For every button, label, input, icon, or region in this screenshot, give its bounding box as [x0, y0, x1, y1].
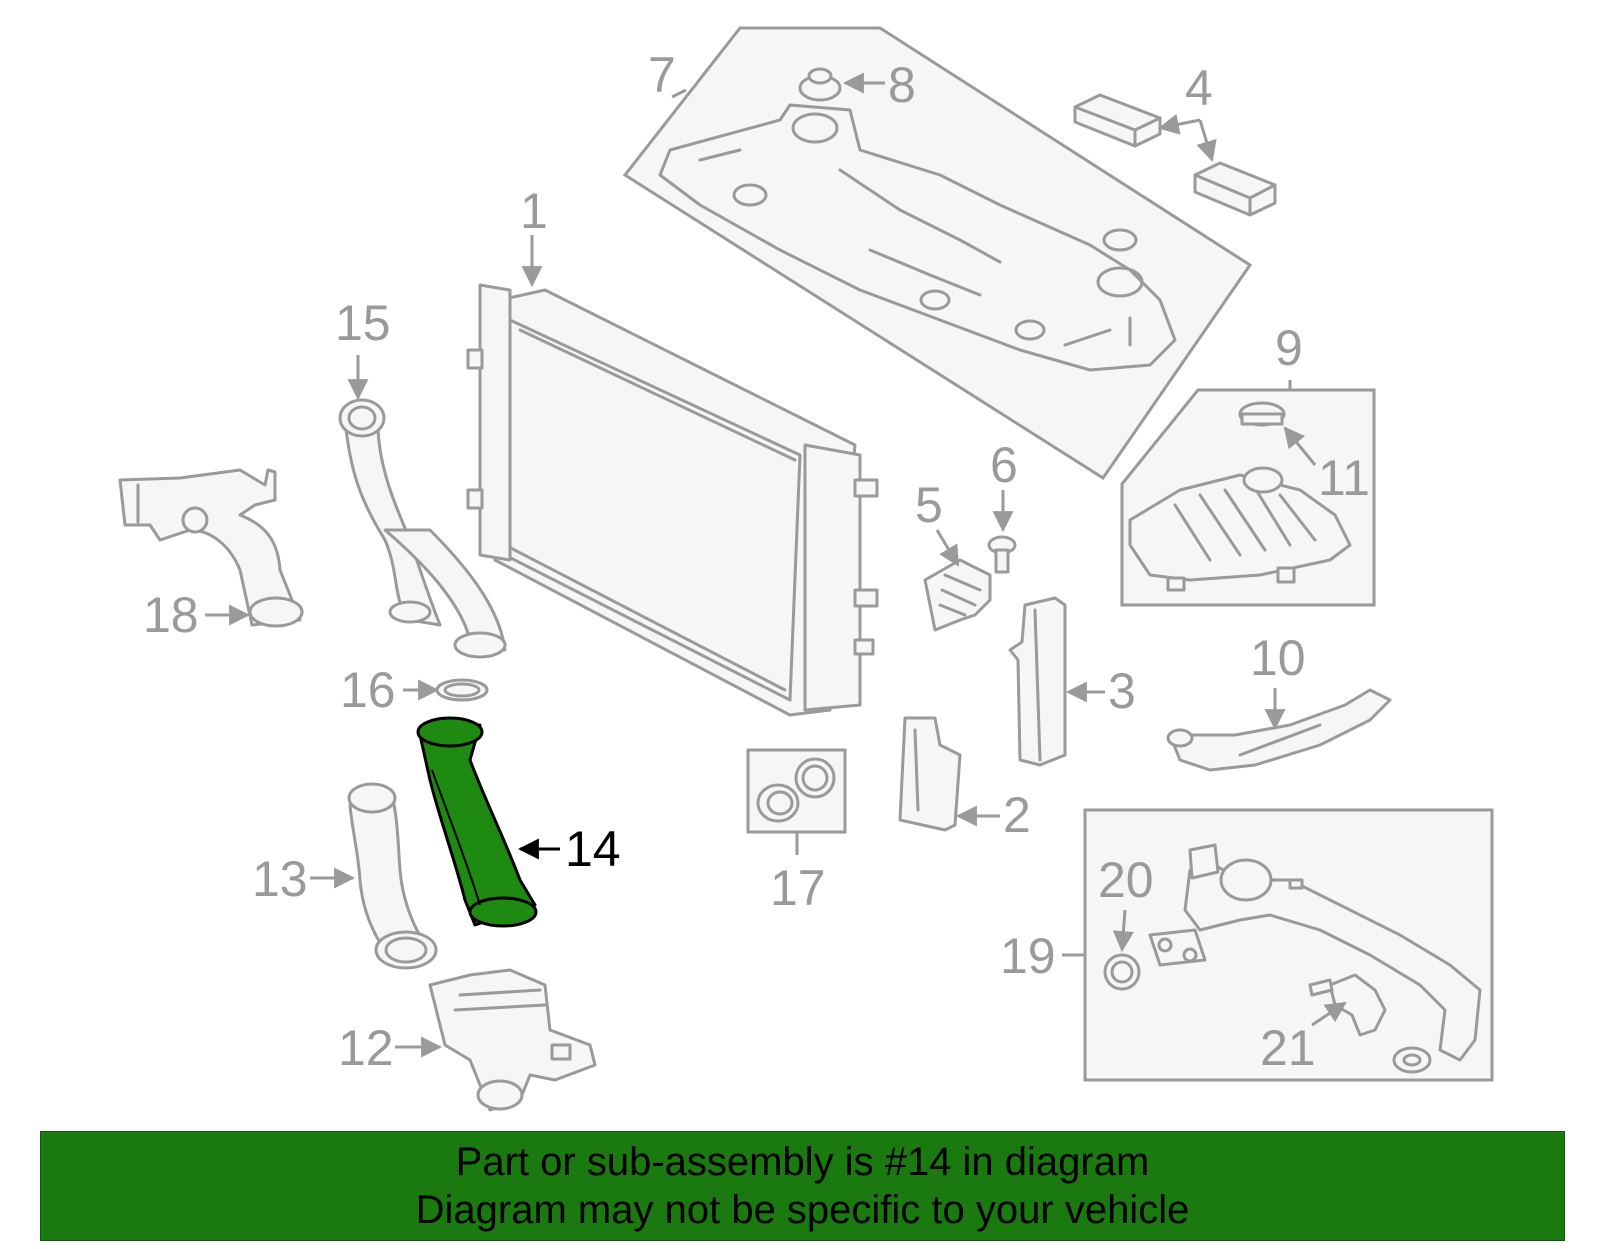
callout-17: 17 — [770, 860, 826, 916]
callout-16: 16 — [340, 662, 396, 718]
part-16-o-ring — [435, 678, 489, 702]
callout-2: 2 — [1003, 787, 1031, 843]
notice-line-1: Part or sub-assembly is #14 in diagram — [455, 1140, 1150, 1184]
callout-13: 13 — [252, 851, 308, 907]
part-17-seals — [746, 748, 847, 834]
callout-8: 8 — [888, 57, 916, 113]
callout-5: 5 — [915, 477, 943, 533]
notice-banner: Part or sub-assembly is #14 in diagram D… — [40, 1131, 1565, 1241]
callout-7: 7 — [648, 47, 676, 103]
callout-21: 21 — [1260, 1020, 1316, 1076]
callout-15: 15 — [335, 295, 391, 351]
part-12-housing — [428, 968, 597, 1112]
callout-1: 1 — [520, 183, 548, 239]
part-10-bracket — [1166, 688, 1392, 772]
callout-11: 11 — [1318, 450, 1370, 506]
leader-lines — [205, 72, 1347, 1058]
callout-20: 20 — [1098, 852, 1154, 908]
callout-3: 3 — [1108, 663, 1136, 719]
callout-14: 14 — [565, 821, 621, 877]
callout-12: 12 — [338, 1020, 394, 1076]
notice-line-2: Diagram may not be specific to your vehi… — [415, 1188, 1190, 1232]
part-1-radiator — [466, 283, 879, 717]
part-13-hose — [347, 782, 438, 970]
part-18-pipe — [118, 468, 304, 628]
callout-9: 9 — [1275, 320, 1303, 376]
callout-6: 6 — [990, 437, 1018, 493]
callout-labels: 1 2 3 4 5 6 7 8 9 10 11 12 13 14 15 16 1… — [143, 47, 1370, 1076]
part-7-undertray — [622, 26, 1253, 481]
part-19-pipe-assembly — [1083, 808, 1494, 1082]
part-6-bolt — [987, 535, 1017, 574]
callout-4: 4 — [1185, 60, 1213, 116]
callout-18: 18 — [143, 587, 199, 643]
part-8-grommet — [798, 67, 842, 102]
callout-10: 10 — [1250, 630, 1306, 686]
callout-19: 19 — [1000, 928, 1056, 984]
part-5-bracket — [923, 558, 992, 632]
part-9-reservoir — [1120, 388, 1376, 607]
part-14-hose-highlighted — [416, 716, 538, 928]
part-3-deflector — [1008, 596, 1067, 767]
part-2-deflector — [898, 716, 962, 832]
